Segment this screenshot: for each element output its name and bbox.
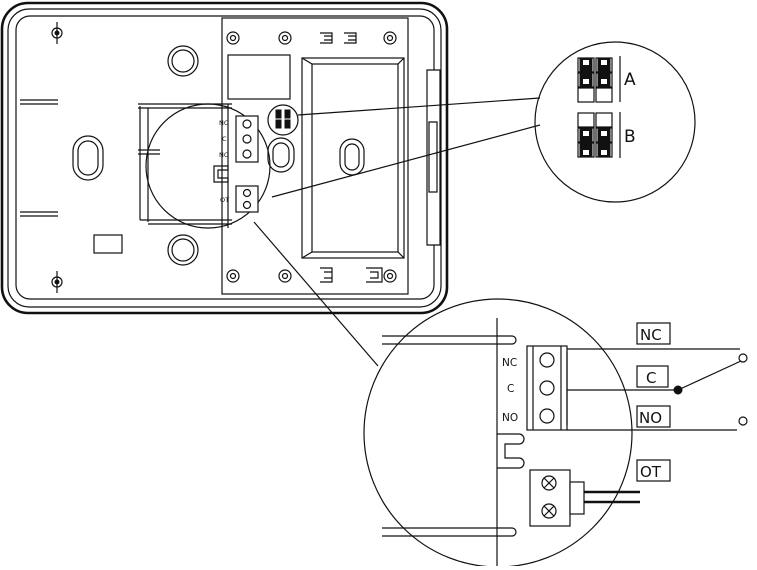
wire-label-nc-text: NC (640, 326, 662, 344)
small-no-label: NO (219, 151, 229, 159)
small-ot-label: OT (220, 196, 229, 204)
wire-label-no-text: NO (639, 409, 662, 427)
screw-icon (539, 352, 555, 368)
plate-outer-edge (0, 1, 449, 315)
jumper-inset: A B (534, 41, 696, 203)
screw-icon (226, 269, 240, 283)
component-box (301, 57, 405, 259)
mounting-hole-icon (167, 234, 199, 266)
jumper-icon (577, 112, 613, 158)
label-window (93, 234, 123, 254)
board-window (227, 54, 291, 100)
terminal-label-c: C (507, 383, 514, 395)
screw-icon (278, 269, 292, 283)
terminal-inset: NC C NO (363, 298, 640, 568)
terminal-label-nc: NC (502, 357, 517, 369)
small-magnifier: NC C NO OT (145, 103, 271, 229)
mounting-hole-icon (267, 137, 295, 173)
switch-contact-icon (673, 353, 748, 426)
mounting-hole-icon (167, 45, 199, 77)
wire-label-nc: NC (636, 322, 671, 345)
screw-icon (226, 31, 240, 45)
wire-label-ot: OT (636, 459, 671, 482)
wire-label-c: C (636, 365, 669, 388)
jumper-icon (577, 57, 613, 103)
jumper-label-b: B (624, 127, 636, 147)
u-clip (497, 433, 525, 469)
screw-icon (383, 269, 397, 283)
screw-icon (278, 31, 292, 45)
leader-line-terminal (253, 221, 379, 367)
board-jumper-target (267, 104, 299, 136)
screw-icon (541, 475, 557, 491)
small-terminal-block (235, 115, 259, 163)
wire-label-no: NO (636, 405, 671, 428)
wire-label-c-text: C (646, 369, 656, 387)
terminal-block (526, 345, 568, 431)
leader-line-jumper (297, 97, 541, 116)
output-wiring (567, 348, 748, 431)
side-clip (428, 121, 438, 193)
screw-icon (539, 380, 555, 396)
screw-icon (51, 271, 63, 293)
screw-icon (539, 408, 555, 424)
jumper-label-a: A (624, 70, 636, 90)
plate-inner-edge (7, 8, 442, 308)
screw-icon (383, 31, 397, 45)
small-nc-label: NC (219, 119, 229, 127)
small-c-label: C (222, 135, 227, 143)
mounting-hole-icon (72, 135, 104, 181)
leader-line-jumper-lower (271, 124, 541, 198)
small-ot-block (235, 185, 259, 213)
terminal-label-no: NO (502, 412, 518, 424)
wire-label-ot-text: OT (640, 463, 662, 481)
side-hinge (426, 69, 441, 246)
center-panel (221, 17, 409, 295)
screw-icon (51, 22, 63, 44)
screw-icon (541, 503, 557, 519)
device-back-plate (0, 1, 449, 315)
ot-block (529, 469, 585, 527)
